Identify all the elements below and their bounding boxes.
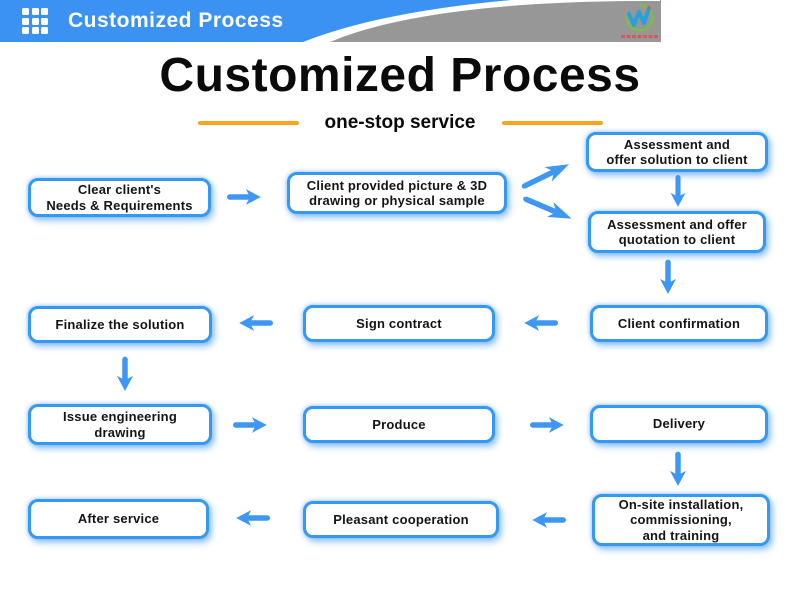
arrow-left-icon (530, 509, 566, 531)
arrow-down-right-icon (519, 188, 579, 230)
flow-box-issue-engineering-drawing: Issue engineering drawing (28, 404, 212, 445)
arrow-down-icon (667, 451, 689, 489)
company-logo-icon (621, 4, 658, 38)
arrow-down-icon (657, 258, 679, 298)
flow-box-assessment-quotation: Assessment and offer quotation to client (588, 211, 766, 253)
grid-menu-icon (22, 8, 48, 34)
flow-box-produce: Produce (303, 406, 495, 443)
subtitle-left-rule (197, 121, 299, 125)
header-bar: Customized Process (0, 0, 800, 42)
flow-box-sign-contract: Sign contract (303, 305, 495, 342)
arrow-right-icon (227, 186, 263, 208)
page-title: Customized Process (159, 49, 641, 102)
arrow-left-icon (234, 507, 270, 529)
flow-box-delivery: Delivery (590, 405, 768, 443)
flow-box-pleasant-cooperation: Pleasant cooperation (303, 501, 499, 538)
subtitle-row: one-stop service (0, 110, 800, 136)
arrow-right-icon (530, 414, 566, 436)
arrow-down-icon (114, 356, 136, 394)
flow-box-client-confirmation: Client confirmation (590, 305, 768, 342)
flow-box-onsite-installation: On-site installation, commissioning, and… (592, 494, 770, 546)
flow-box-clear-needs: Clear client's Needs & Requirements (28, 178, 211, 217)
flow-box-client-provided: Client provided picture & 3D drawing or … (287, 172, 507, 214)
arrow-down-icon (667, 175, 689, 209)
subtitle: one-stop service (324, 112, 476, 133)
arrow-left-icon (522, 312, 558, 334)
arrow-left-icon (237, 312, 273, 334)
subtitle-right-rule (501, 121, 603, 125)
arrow-right-icon (233, 414, 269, 436)
flow-box-finalize-solution: Finalize the solution (28, 306, 212, 343)
flow-box-assessment-solution: Assessment and offer solution to client (586, 132, 768, 172)
flow-box-after-service: After service (28, 499, 209, 539)
logo-caption (621, 35, 658, 38)
header-swoosh-decoration (0, 0, 661, 42)
header-title: Customized Process (68, 9, 284, 32)
